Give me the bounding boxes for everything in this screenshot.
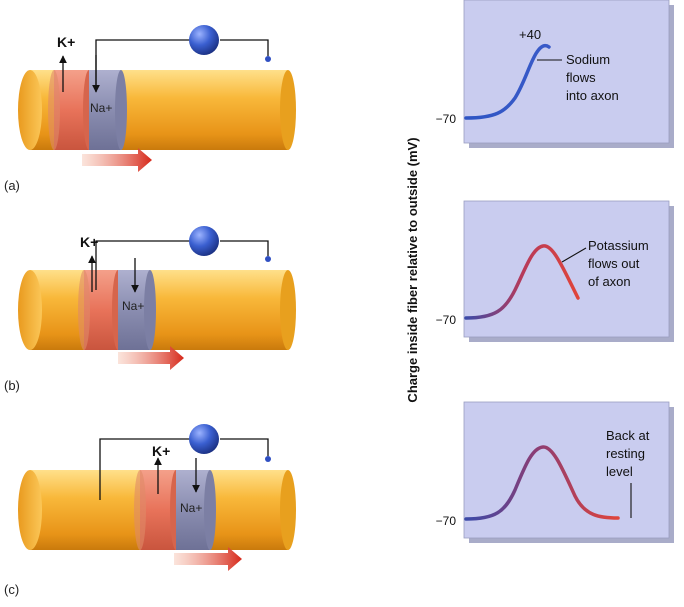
note-resting-line-2: resting [606, 446, 645, 461]
electrode-tip-c [265, 456, 271, 462]
graph-potassium: −70 Potassium flows out of axon [436, 200, 674, 342]
note-resting: Back at resting level [606, 428, 653, 479]
graph-sodium: −70 +40 Sodium flows into axon [436, 0, 674, 148]
note-potassium-line-3: of axon [588, 274, 631, 289]
panel-label-c: (c) [4, 582, 19, 597]
panel-a: K+ Na+ (a) [4, 25, 296, 193]
note-sodium: Sodium flows into axon [566, 52, 619, 103]
graph-bg-1 [463, 0, 670, 144]
meter-b [189, 226, 219, 256]
meter-a [189, 25, 219, 55]
impulse-arrow-c [174, 547, 242, 571]
axon-c [18, 470, 296, 550]
panel-label-a: (a) [4, 178, 20, 193]
peak-label: +40 [519, 27, 541, 42]
na-label-b: Na+ [122, 299, 144, 313]
meter-c [189, 424, 219, 454]
na-label-c: Na+ [180, 501, 202, 515]
impulse-arrow-a [82, 148, 152, 172]
note-resting-line-1: Back at [606, 428, 650, 443]
circuit-wire-a [95, 25, 271, 87]
resting-label-2: −70 [436, 313, 457, 327]
y-axis-label: Charge inside fiber relative to outside … [405, 137, 420, 402]
note-potassium-line-1: Potassium [588, 238, 649, 253]
resting-label-3: −70 [436, 514, 457, 528]
k-label-a: K+ [57, 34, 75, 50]
graph-bg-3 [463, 401, 670, 539]
k-label-c: K+ [152, 443, 170, 459]
k-label-b: K+ [80, 234, 98, 250]
electrode-tip-a [265, 56, 271, 62]
panel-label-b: (b) [4, 378, 20, 393]
electrode-tip-b [265, 256, 271, 262]
panel-b: K+ Na+ (b) [4, 226, 296, 393]
axon-b [18, 270, 296, 350]
voltage-curve-2 [464, 244, 580, 320]
axon-a [18, 70, 296, 150]
circuit-wire-b [95, 226, 271, 290]
circuit-wire-c [99, 424, 271, 500]
graph-bg-2 [463, 200, 670, 338]
voltage-curve-3 [464, 445, 620, 521]
voltage-curve-1 [464, 43, 551, 120]
resting-label-1: −70 [436, 112, 457, 126]
panel-c: K+ Na+ (c) [4, 424, 296, 597]
na-label-a: Na+ [90, 101, 112, 115]
note-leader-2 [561, 247, 587, 263]
impulse-arrow-b [118, 346, 184, 370]
note-resting-line-3: level [606, 464, 633, 479]
note-potassium: Potassium flows out of axon [588, 238, 652, 289]
graph-resting: −70 Back at resting level [436, 401, 674, 543]
note-potassium-line-2: flows out [588, 256, 640, 271]
note-sodium-line-1: Sodium [566, 52, 610, 67]
note-sodium-line-2: flows [566, 70, 596, 85]
note-sodium-line-3: into axon [566, 88, 619, 103]
